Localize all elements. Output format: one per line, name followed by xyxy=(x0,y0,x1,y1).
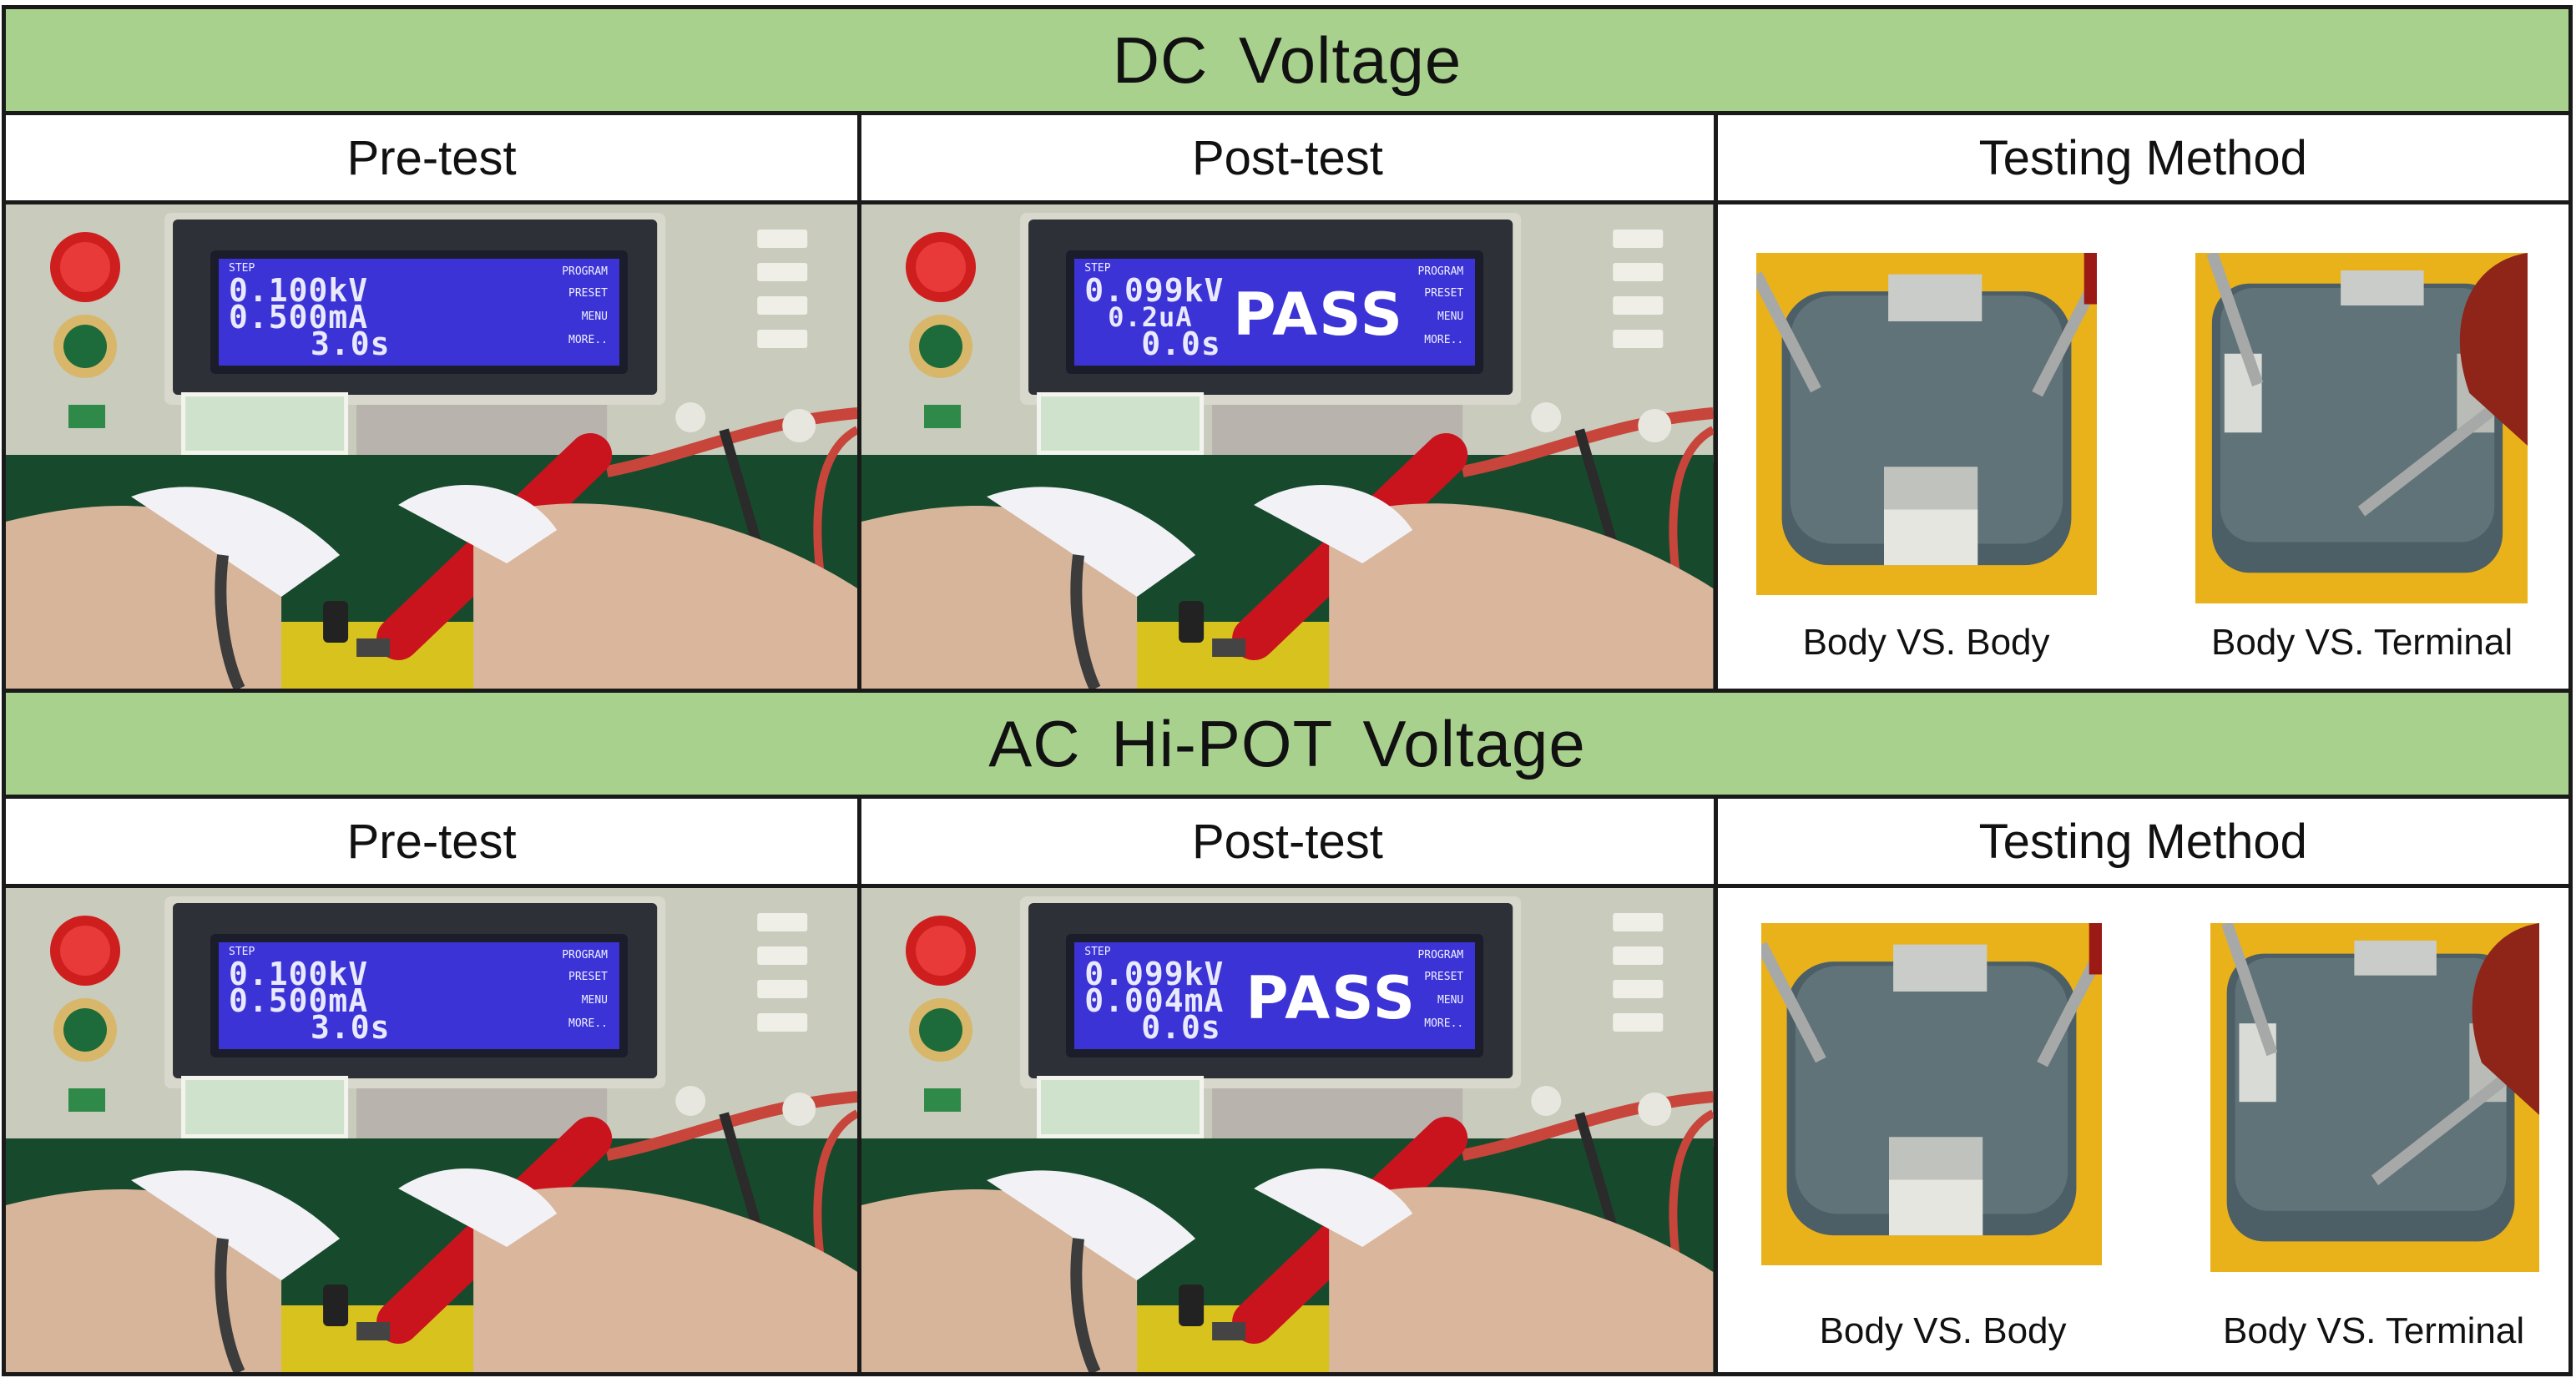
inductor-body-vs-body-image xyxy=(1760,923,2102,1265)
lcd-menu-program: PROGRAM xyxy=(1417,949,1464,961)
lcd-time: 0.0s xyxy=(1141,326,1221,362)
column-header-post-test: Post-test xyxy=(857,795,1718,888)
inductor-body-vs-body-image xyxy=(1755,253,2097,595)
tester-display: STEP 0.099kV 0.2uA 0.0s PASS PROGRAM PRE… xyxy=(1066,250,1484,374)
lcd-menu-menu: MENU xyxy=(581,310,608,323)
lcd-menu-more: MORE.. xyxy=(568,334,608,346)
lcd-menu-preset: PRESET xyxy=(568,287,608,300)
section-title-dc: DC Voltage xyxy=(2,5,2573,115)
tester-display: STEP 0.099kV 0.004mA 0.0s PASS PROGRAM P… xyxy=(1066,934,1484,1057)
lcd-step-label: STEP xyxy=(229,262,255,275)
lcd-menu-program: PROGRAM xyxy=(562,949,608,961)
lcd-voltage: 0.100kV xyxy=(229,956,369,992)
lcd-menu-preset: PRESET xyxy=(1424,971,1464,983)
column-header-testing-method: Testing Method xyxy=(1713,111,2573,204)
lcd-voltage: 0.100kV xyxy=(229,272,369,309)
lcd-menu-menu: MENU xyxy=(1437,994,1464,1007)
lcd-current: 0.004mA xyxy=(1084,982,1225,1019)
lcd-step-label: STEP xyxy=(1084,262,1111,275)
lcd-menu-program: PROGRAM xyxy=(1417,265,1464,278)
lcd-menu-preset: PRESET xyxy=(1424,287,1464,300)
column-header-pre-test: Pre-test xyxy=(1,795,862,888)
pass-indicator: PASS xyxy=(1233,280,1404,349)
inductor-body-vs-terminal-image xyxy=(2195,253,2528,603)
caption-body-vs-body: Body VS. Body xyxy=(1802,622,2050,663)
lcd-current: 0.2uA xyxy=(1108,301,1193,333)
dc-pre-test-photo: STEP 0.100kV 0.500mA 3.0s PROGRAM PRESET… xyxy=(1,200,862,693)
tester-display: STEP 0.100kV 0.500mA 3.0s PROGRAM PRESET… xyxy=(210,250,628,374)
lcd-menu-more: MORE.. xyxy=(568,1017,608,1030)
lcd-menu-more: MORE.. xyxy=(1424,334,1464,346)
pass-indicator: PASS xyxy=(1245,964,1417,1032)
results-table: DC Voltage Pre-test Post-test Testing Me… xyxy=(1,5,2573,1376)
lcd-time: 3.0s xyxy=(311,1009,391,1046)
column-header-pre-test: Pre-test xyxy=(1,111,862,204)
lcd-time: 3.0s xyxy=(311,326,391,362)
lcd-menu-preset: PRESET xyxy=(568,971,608,983)
ac-pre-test-photo: STEP 0.100kV 0.500mA 3.0s PROGRAM PRESET… xyxy=(1,884,862,1376)
lcd-current: 0.500mA xyxy=(229,299,369,336)
lcd-voltage: 0.099kV xyxy=(1084,272,1225,309)
inductor-body-vs-terminal-image xyxy=(2210,923,2539,1272)
lcd-menu-more: MORE.. xyxy=(1424,1017,1464,1030)
tester-display: STEP 0.100kV 0.500mA 3.0s PROGRAM PRESET… xyxy=(210,934,628,1057)
column-header-post-test: Post-test xyxy=(857,111,1718,204)
section-title-ac: AC Hi-POT Voltage xyxy=(2,689,2573,799)
ac-testing-method: Body VS. Body Body VS. Terminal xyxy=(1713,884,2573,1376)
lcd-time: 0.0s xyxy=(1141,1009,1221,1046)
lcd-current: 0.500mA xyxy=(229,982,369,1019)
lcd-step-label: STEP xyxy=(1084,946,1111,958)
lcd-menu-menu: MENU xyxy=(1437,310,1464,323)
lcd-menu-program: PROGRAM xyxy=(562,265,608,278)
caption-body-vs-terminal: Body VS. Terminal xyxy=(2222,1310,2525,1351)
caption-body-vs-body: Body VS. Body xyxy=(1819,1310,2067,1351)
lcd-voltage: 0.099kV xyxy=(1084,956,1225,992)
dc-testing-method: Body VS. Body Body VS. Terminal xyxy=(1713,200,2573,693)
lcd-menu-menu: MENU xyxy=(581,994,608,1007)
ac-post-test-photo: STEP 0.099kV 0.004mA 0.0s PASS PROGRAM P… xyxy=(857,884,1718,1376)
dc-post-test-photo: STEP 0.099kV 0.2uA 0.0s PASS PROGRAM PRE… xyxy=(857,200,1718,693)
column-header-testing-method: Testing Method xyxy=(1713,795,2573,888)
lcd-step-label: STEP xyxy=(229,946,255,958)
caption-body-vs-terminal: Body VS. Terminal xyxy=(2210,622,2513,663)
